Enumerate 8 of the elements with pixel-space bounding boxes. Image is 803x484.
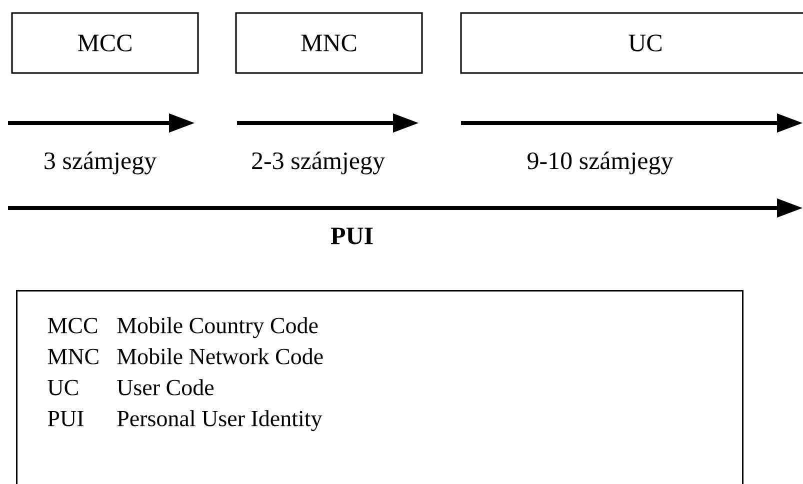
code-box: UC (460, 12, 803, 74)
code-box: MCC (11, 12, 199, 74)
code-box: MNC (235, 12, 423, 74)
digit-count-label: PUI (330, 228, 373, 244)
digit-count-label: 3 számjegy (44, 152, 156, 174)
legend-box: MCC Mobile Country Code MNC Mobile Network Code UC User Code PUI Personal User Identity (16, 290, 744, 484)
digit-count-label: 2-3 számjegy (252, 152, 385, 174)
digit-count-label: 9-10 számjegy (528, 152, 674, 174)
